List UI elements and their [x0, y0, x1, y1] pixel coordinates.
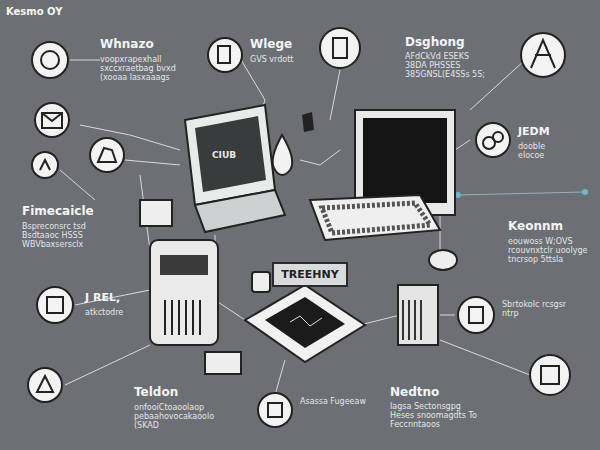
callout-text: dooble elocoe: [518, 142, 560, 160]
callout-text: Bspreconsrc tsd Bsdtaaoc HSSS WBVbaxsers…: [22, 222, 114, 250]
callout-heading: JEDM: [518, 126, 550, 139]
callout-text: Sbrtokolc rcsgsr ntrp: [502, 300, 568, 318]
callout-heading: Teldon: [134, 386, 178, 400]
callout-heading: Keonnm: [508, 220, 563, 234]
tag-label: TREEHNY: [281, 268, 338, 281]
callout-heading: Nedtno: [390, 386, 439, 400]
callout-text: atkctodre: [85, 308, 145, 317]
callout-heading: Wlege: [250, 38, 292, 52]
diagram-title: Kesmo OY: [6, 6, 62, 18]
callout-heading: Dsghong: [405, 36, 465, 50]
callout-heading: CIUB: [212, 150, 236, 160]
callout-heading: J REL,: [85, 292, 120, 305]
callout-text: voopxrapexhall sxccxraetbag bvxd (xooaa …: [100, 55, 188, 83]
tag-box: TREEHNY: [272, 262, 348, 287]
callout-heading: Whnazo: [100, 38, 154, 52]
callout-text: AFdCkVd ESEKS 38DA PHSSES 385GNSL(E4SSs …: [405, 52, 489, 80]
callout-text: Iagsa Sectonsgpg Heses snoomagdts To Fec…: [390, 402, 486, 430]
callout-text: eouwoss W;OVS rcouvnxtclr uoolyge tncrso…: [508, 237, 588, 265]
callout-heading: Fimecaicle: [22, 205, 94, 219]
callout-text: GVS vrdott: [250, 55, 320, 64]
callout-text: onfooiCtoaoolaop pebaahovocakaoolo (SKAD: [134, 403, 238, 431]
callout-text: Asassa Fugeeaw: [300, 397, 370, 406]
